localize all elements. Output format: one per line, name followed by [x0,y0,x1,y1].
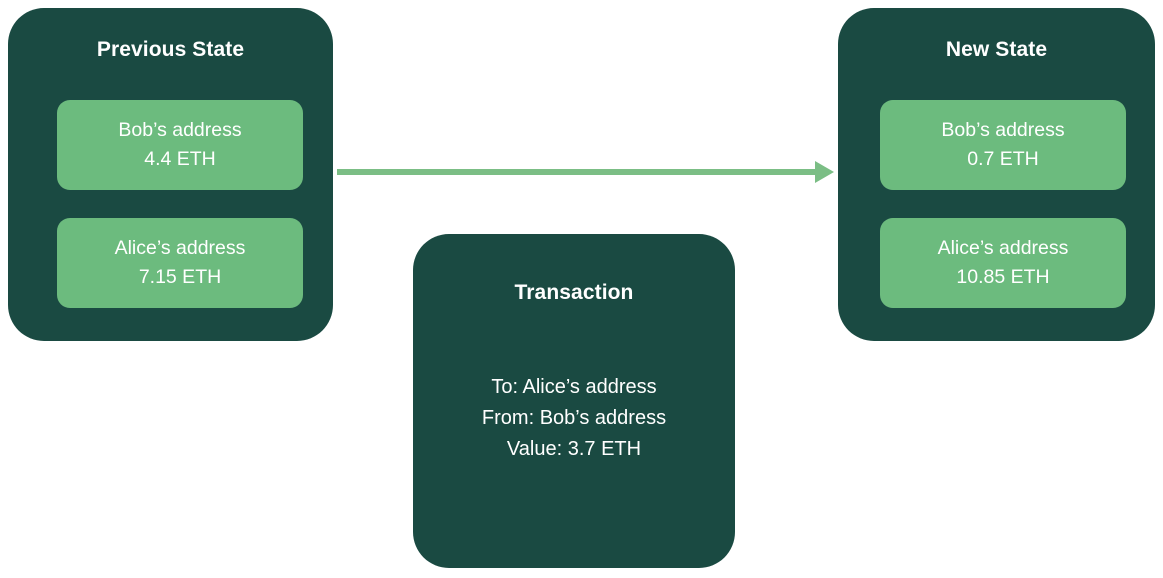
arrow-right-shape [337,161,834,183]
previous-state-account-alice: Alice’s address 7.15 ETH [57,218,303,308]
transaction-to-line: To: Alice’s address [491,376,657,398]
new-state-title: New State [945,38,1048,61]
account-label: Bob’s address [941,119,1065,141]
account-label: Alice’s address [114,237,246,259]
transaction-details: To: Alice’s address From: Bob’s address … [413,372,735,465]
account-label: Bob’s address [118,119,242,141]
new-state-account-alice: Alice’s address 10.85 ETH [880,218,1126,308]
account-balance: 7.15 ETH [138,266,222,288]
account-balance: 4.4 ETH [144,148,216,170]
transaction-from-line: From: Bob’s address [481,407,667,429]
new-state-account-bob: Bob’s address 0.7 ETH [880,100,1126,190]
transaction-panel: Transaction To: Alice’s address From: Bo… [413,234,735,568]
account-balance: 10.85 ETH [956,266,1050,288]
previous-state-account-bob: Bob’s address 4.4 ETH [57,100,303,190]
transaction-title: Transaction [514,281,634,304]
previous-state-panel: Previous State Bob’s address 4.4 ETH Ali… [8,8,333,341]
transaction-value-line: Value: 3.7 ETH [506,438,642,460]
new-state-panel: New State Bob’s address 0.7 ETH Alice’s … [838,8,1155,341]
previous-state-title: Previous State [96,38,245,61]
arrow-right-icon [337,161,834,183]
account-balance: 0.7 ETH [967,148,1039,170]
account-label: Alice’s address [937,237,1069,259]
